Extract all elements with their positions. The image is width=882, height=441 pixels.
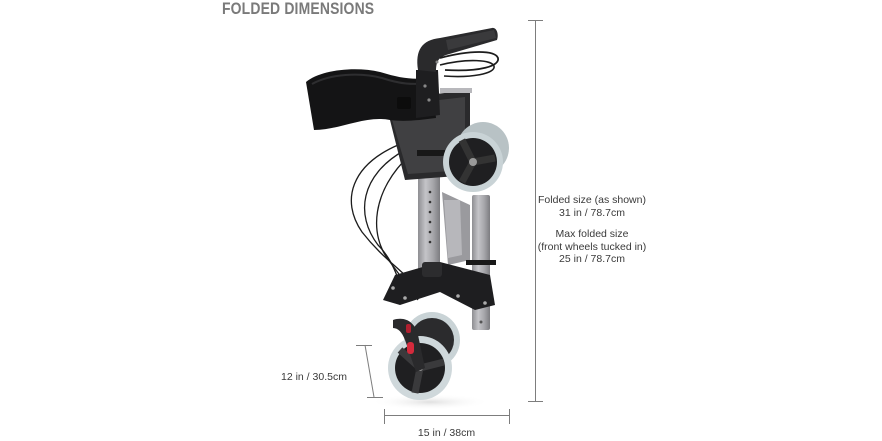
rear-wheel-folded [443,122,509,192]
dimension-lines [356,20,543,424]
front-caster-wheels [388,312,460,400]
max-folded-size-note: (front wheels tucked in) [537,240,647,253]
folded-height-specs: Folded size (as shown) 31 in / 78.7cm Ma… [530,194,654,275]
backrest-strap [306,69,436,130]
max-folded-size-value: 25 in / 78.7cm [559,253,625,265]
page-title: FOLDED DIMENSIONS [222,0,375,18]
strap-buckle [397,97,411,109]
folded-size-value: 31 in / 78.7cm [559,206,625,219]
folded-width-label: 15 in / 38cm [417,427,476,439]
wheel-height-label: 12 in / 30.5cm [281,371,347,383]
max-folded-size-label: Max folded size [555,228,629,240]
brake-lever [439,51,499,72]
wheel-height-dimension-line [364,344,375,398]
floor-shadow [370,394,490,410]
folded-size-label: Folded size (as shown) [538,194,646,206]
hinge-bracket [416,70,440,118]
max-folded-size-group: Max folded size (front wheels tucked in)… [530,228,654,266]
folded-size-group: Folded size (as shown) 31 in / 78.7cm [530,194,654,219]
lower-hinge [383,262,495,310]
red-accent [407,342,414,354]
